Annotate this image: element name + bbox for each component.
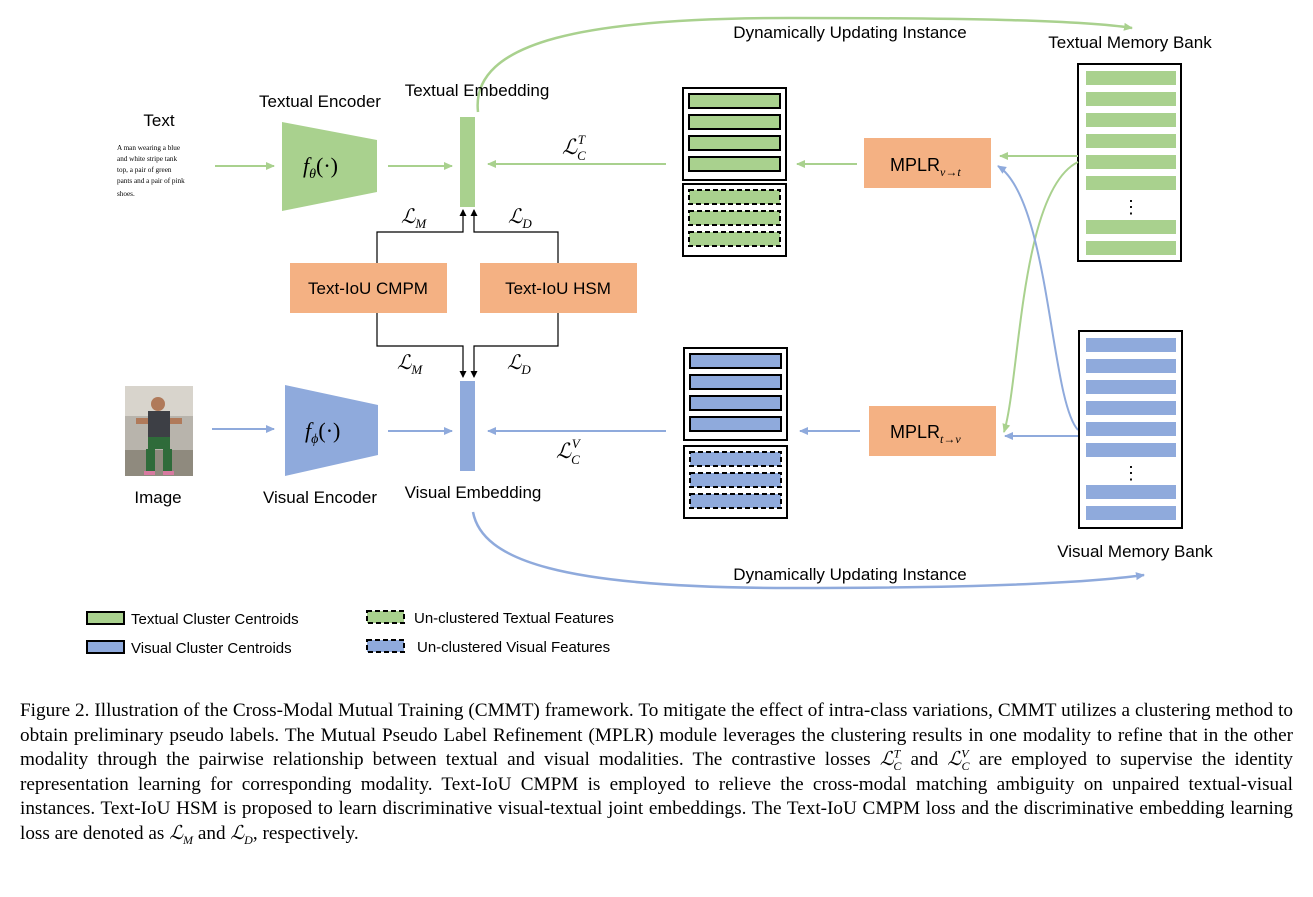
textual-centroid [688, 135, 781, 151]
visual-embedding-bar [460, 381, 475, 471]
textual-memory-bank-label: Textual Memory Bank [1048, 33, 1212, 52]
arrow-textbank-to-mplr-tv [1002, 161, 1079, 433]
textual-memory-entry [1086, 134, 1176, 148]
visual-memory-entry [1086, 338, 1176, 352]
legend-label-visual-centroids: Visual Cluster Centroids [131, 640, 292, 657]
visual-unclustered-feature [689, 451, 782, 467]
visual-memory-entry [1086, 422, 1176, 436]
text-iou-hsm-box [480, 263, 637, 313]
mplr-t-to-v-box [869, 406, 996, 456]
legend: Textual Cluster Centroids Visual Cluster… [86, 610, 614, 657]
textual-memory-dots: ⋮ [1122, 197, 1140, 217]
dyn-label-top: Dynamically Updating Instance [733, 23, 966, 42]
loss-contrastive-visual: ℒCV [556, 436, 582, 467]
dynamic-update-arc-bottom [471, 511, 1145, 590]
dynamic-update-arc-top [476, 16, 1133, 113]
text-sample-line-2: and white stripe tank [117, 155, 177, 163]
caption-loss-ct: ℒTC [879, 746, 902, 773]
textual-centroid [688, 93, 781, 109]
loss-d-bottom: ℒD [507, 352, 531, 377]
caption-and-2: and [193, 822, 231, 844]
cmpm-to-text-embedding [376, 209, 467, 263]
text-sample-line-3: top, a pair of green [117, 166, 172, 174]
visual-memory-dots: ⋮ [1122, 463, 1140, 483]
legend-label-unclustered-visual: Un-clustered Visual Features [417, 639, 610, 656]
visual-memory-bank-label: Visual Memory Bank [1057, 542, 1213, 561]
legend-label-textual-centroids: Textual Cluster Centroids [131, 611, 299, 628]
caption-part-3: , respectively. [252, 822, 359, 844]
text-iou-cmpm-box [290, 263, 447, 313]
mplr-v-to-t-label: MPLRv→t [890, 155, 961, 179]
text-sample-line-5: shoes. [117, 190, 135, 198]
visual-encoder-fn: fϕ(·) [305, 418, 340, 447]
loss-d-top: ℒD [508, 206, 532, 231]
textual-memory-entry [1086, 241, 1176, 255]
person-image [125, 386, 193, 476]
caption-loss-d: ℒD [230, 822, 253, 847]
mplr-v-to-t-box [864, 138, 991, 188]
loss-contrastive-text: ℒCT [562, 132, 586, 163]
legend-swatch-textual-centroids [86, 611, 125, 625]
visual-memory-entry [1086, 485, 1176, 499]
visual-memory-entry [1086, 443, 1176, 457]
legend-swatch-visual-centroids [86, 640, 125, 654]
textual-unclustered-feature [688, 189, 781, 205]
text-sample-line-1: A man wearing a blue [117, 144, 180, 152]
visual-centroid [689, 353, 782, 369]
hsm-to-text-embedding [470, 209, 559, 263]
caption-part-2: are employed to supervise the identity r… [20, 749, 1293, 844]
caption-and-1: and [901, 749, 948, 770]
visual-memory-entry [1086, 401, 1176, 415]
legend-swatch-unclustered-textual [366, 610, 405, 624]
arrow-visbank-to-mplr-vt [997, 165, 1079, 431]
loss-m-top: ℒM [401, 206, 427, 231]
textual-memory-entry [1086, 113, 1176, 127]
textual-memory-entry [1086, 176, 1176, 190]
cmpm-to-visual-embedding [376, 313, 467, 378]
caption-part-1: Figure 2. Illustration of the Cross-Moda… [20, 700, 1293, 770]
visual-memory-entry [1086, 506, 1176, 520]
text-iou-cmpm-label: Text-IoU CMPM [308, 279, 428, 298]
visual-centroid [689, 374, 782, 390]
textual-encoder-fn: fθ(·) [303, 153, 338, 182]
cmmt-framework-diagram: Dynamically Updating Instance Textual Me… [86, 16, 1213, 657]
textual-memory-entry [1086, 220, 1176, 234]
visual-encoder-shape [285, 385, 378, 476]
textual-memory-entry [1086, 92, 1176, 106]
legend-swatch-unclustered-visual [366, 639, 405, 653]
visual-unclustered-feature [689, 493, 782, 509]
mplr-t-to-v-label: MPLRt→v [890, 422, 961, 446]
figure-caption: Figure 2. Illustration of the Cross-Moda… [20, 699, 1293, 846]
visual-centroid [689, 395, 782, 411]
textual-unclustered-feature [688, 210, 781, 226]
textual-memory-entry [1086, 71, 1176, 85]
text-iou-hsm-label: Text-IoU HSM [505, 279, 611, 298]
textual-centroid [688, 114, 781, 130]
text-sample-line-4: pants and a pair of pink [117, 177, 185, 185]
caption-loss-m: ℒM [169, 822, 194, 847]
loss-m-bottom: ℒM [397, 352, 423, 377]
textual-embedding-label: Textual Embedding [405, 81, 550, 100]
text-input-label: Text [143, 111, 174, 130]
textual-memory-entry [1086, 155, 1176, 169]
visual-memory-entry [1086, 380, 1176, 394]
legend-label-unclustered-textual: Un-clustered Textual Features [414, 610, 614, 627]
textual-embedding-bar [460, 117, 475, 207]
textual-encoder-label: Textual Encoder [259, 92, 381, 111]
visual-encoder-label: Visual Encoder [263, 488, 377, 507]
textual-unclustered-feature [688, 231, 781, 247]
hsm-to-visual-embedding [470, 313, 559, 378]
textual-centroid [688, 156, 781, 172]
dyn-label-bottom: Dynamically Updating Instance [733, 565, 966, 584]
visual-unclustered-feature [689, 472, 782, 488]
visual-centroid [689, 416, 782, 432]
caption-loss-cv: ℒVC [947, 746, 970, 773]
visual-embedding-label: Visual Embedding [405, 483, 542, 502]
visual-memory-entry [1086, 359, 1176, 373]
textual-encoder-shape [282, 122, 377, 211]
image-input-label: Image [134, 488, 181, 507]
